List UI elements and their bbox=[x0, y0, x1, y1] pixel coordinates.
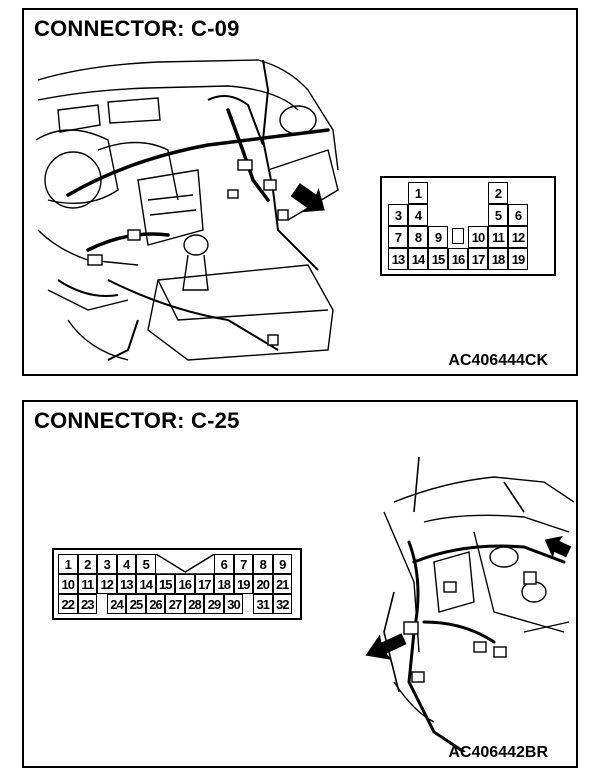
terminal-pin: 15 bbox=[155, 574, 175, 594]
terminal-pin: 17 bbox=[194, 574, 214, 594]
terminal-pin: 28 bbox=[184, 594, 205, 614]
terminal-pin: 19 bbox=[233, 574, 253, 594]
terminal-pin: 1 bbox=[408, 182, 428, 204]
terminal-pin: 6 bbox=[508, 204, 528, 226]
connector-panel-c09: CONNECTOR: C-09 bbox=[22, 8, 578, 376]
terminal-pin: 12 bbox=[97, 574, 117, 594]
terminal-pin: 7 bbox=[388, 226, 408, 248]
terminal-pin: 2 bbox=[77, 554, 97, 574]
terminal-pin: 19 bbox=[508, 248, 528, 270]
terminal-pin: 29 bbox=[204, 594, 224, 614]
terminal-pin: 13 bbox=[388, 248, 408, 270]
terminal-pin: 17 bbox=[468, 248, 488, 270]
terminal-pin: 18 bbox=[214, 574, 234, 594]
connector-outline bbox=[380, 176, 556, 276]
terminal-pin: 32 bbox=[272, 594, 292, 614]
terminal-pin: 30 bbox=[223, 594, 244, 614]
terminal-pin: 14 bbox=[408, 248, 428, 270]
terminal-pin: 27 bbox=[165, 594, 185, 614]
terminal-pin: 11 bbox=[488, 226, 508, 248]
panel-title: CONNECTOR: C-25 bbox=[34, 408, 240, 433]
terminal-pin: 9 bbox=[428, 226, 448, 248]
panel-title: CONNECTOR: C-09 bbox=[34, 16, 240, 41]
terminal-pin: 12 bbox=[508, 226, 528, 248]
terminal-pin: 7 bbox=[233, 554, 253, 574]
dashboard-harness-illustration bbox=[35, 59, 339, 361]
terminal-pin: 21 bbox=[272, 574, 292, 594]
terminal-pin: 5 bbox=[488, 204, 508, 226]
terminal-pin: 11 bbox=[77, 574, 97, 594]
terminal-pin: 24 bbox=[106, 594, 127, 614]
terminal-pin: 3 bbox=[388, 204, 408, 226]
terminal-pin: 10 bbox=[58, 574, 78, 594]
connector-outline bbox=[52, 548, 302, 620]
terminal-pin: 25 bbox=[126, 594, 146, 614]
terminal-pin: 22 bbox=[58, 594, 78, 614]
terminal-pin: 13 bbox=[116, 574, 136, 594]
terminal-pin: 9 bbox=[272, 554, 292, 574]
terminal-pin: 16 bbox=[448, 248, 468, 270]
terminal-pin: 23 bbox=[77, 594, 97, 614]
terminal-pin: 4 bbox=[116, 554, 136, 574]
terminal-pin: 4 bbox=[408, 204, 428, 226]
connector-key bbox=[452, 228, 464, 244]
terminal-pin: 6 bbox=[214, 554, 234, 574]
terminal-pin: 16 bbox=[175, 574, 195, 594]
terminal-pin: 8 bbox=[408, 226, 428, 248]
terminal-pin: 10 bbox=[468, 226, 488, 248]
dashboard-harness-illustration bbox=[365, 456, 574, 752]
terminal-pin: 2 bbox=[488, 182, 508, 204]
terminal-pin: 1 bbox=[58, 554, 78, 574]
terminal-pin: 14 bbox=[136, 574, 156, 594]
figure-code: AC406442BR bbox=[448, 744, 548, 761]
terminal-pin: 20 bbox=[253, 574, 273, 594]
terminal-pin: 3 bbox=[97, 554, 117, 574]
connector-key bbox=[155, 554, 214, 574]
terminal-pin: 5 bbox=[136, 554, 156, 574]
terminal-pin: 26 bbox=[145, 594, 166, 614]
figure-code: AC406444CK bbox=[448, 352, 548, 369]
terminal-pin: 8 bbox=[253, 554, 273, 574]
terminal-pin: 15 bbox=[428, 248, 448, 270]
terminal-pin: 31 bbox=[253, 594, 273, 614]
terminal-pin: 18 bbox=[488, 248, 508, 270]
